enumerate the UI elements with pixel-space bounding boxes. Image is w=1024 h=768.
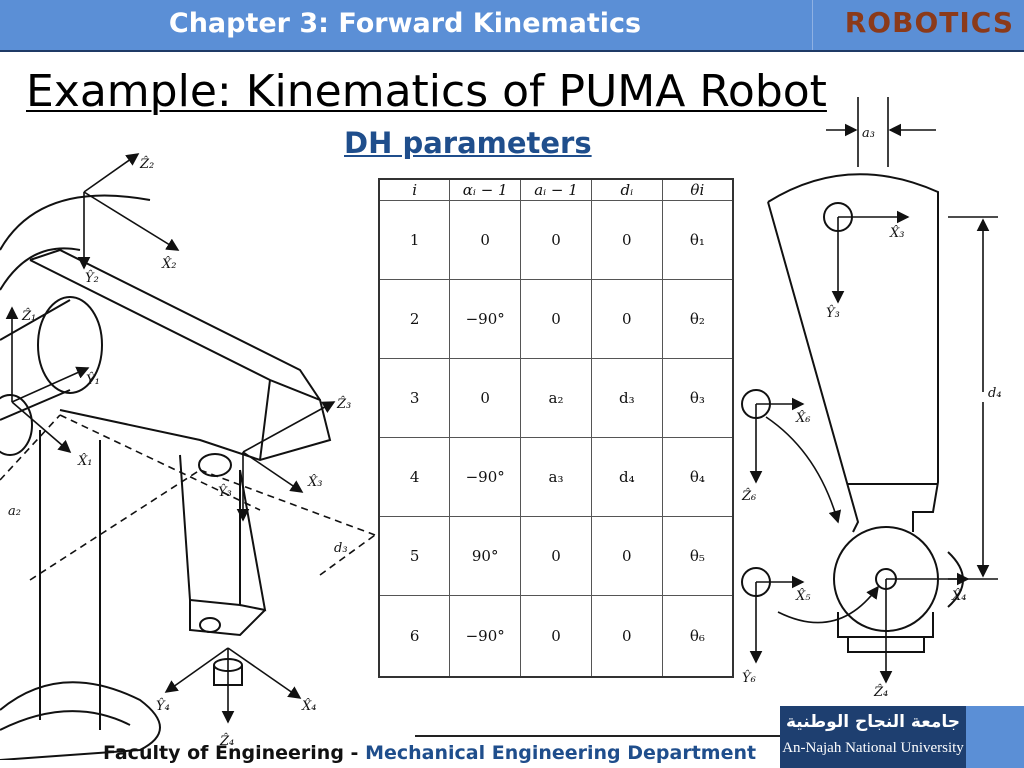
- table-cell: 0: [520, 595, 592, 678]
- table-row: 2 −90° 0 0 θ₂: [378, 279, 734, 360]
- label-x3-right: X̂₃: [889, 225, 904, 241]
- label-x4: X̂₄: [301, 698, 316, 714]
- table-cell: 0: [590, 199, 663, 281]
- label-d3: d₃: [334, 541, 348, 556]
- table-row: 3 0 a₂ d₃ θ₃: [378, 358, 734, 439]
- table-cell: 1: [378, 199, 451, 281]
- table-row: 1 0 0 0 θ₁: [378, 199, 734, 281]
- table-cell: θ₁: [661, 199, 734, 281]
- column-header: i: [378, 178, 451, 201]
- label-y4: Ŷ₄: [156, 698, 170, 714]
- table-cell: −90°: [449, 595, 522, 678]
- label-x2: X̂₂: [161, 256, 176, 272]
- faculty-label: Faculty of Engineering -: [103, 742, 366, 764]
- table-cell: a₂: [520, 358, 592, 439]
- table-cell: 5: [378, 516, 451, 597]
- label-z4: Ẑ₄: [219, 733, 234, 749]
- table-row: 6 −90° 0 0 θ₆: [378, 595, 734, 678]
- table-cell: 4: [378, 437, 451, 518]
- label-x4-right: X̂₄: [951, 588, 966, 604]
- table-cell: θ₆: [661, 595, 734, 678]
- table-cell: θ₂: [661, 279, 734, 360]
- footer-divider: [415, 735, 780, 737]
- table-row: 4 −90° a₃ d₄ θ₄: [378, 437, 734, 518]
- table-cell: 0: [449, 199, 522, 281]
- course-label: ROBOTICS: [844, 6, 1014, 39]
- label-y6: Ŷ₆: [742, 670, 756, 686]
- table-cell: −90°: [449, 437, 522, 518]
- label-z4-right: Ẑ₄: [873, 684, 888, 700]
- label-y3: Ŷ₃: [218, 484, 232, 500]
- header-bar: Chapter 3: Forward Kinematics ROBOTICS: [0, 0, 1024, 52]
- table-header-row: i αᵢ − 1 aᵢ − 1 dᵢ θi: [378, 178, 734, 201]
- table-cell: 3: [378, 358, 451, 439]
- column-header: αᵢ − 1: [449, 178, 522, 201]
- column-header: θi: [661, 178, 734, 201]
- table-cell: 0: [520, 516, 592, 597]
- table-cell: 0: [520, 199, 592, 281]
- label-z2: Ẑ₂: [139, 156, 154, 172]
- table-cell: 0: [520, 279, 592, 360]
- label-x6: X̂₆: [795, 410, 810, 426]
- table-cell: d₃: [590, 358, 663, 439]
- label-x1: X̂₁: [77, 453, 92, 469]
- table-cell: 90°: [449, 516, 522, 597]
- puma-arm-drawing: Ẑ₂ Ŷ₂ X̂₂ Ẑ₁ Ŷ₁ X̂₁ Ẑ₃ Ŷ₃ X̂₃ a₂ d₃ Ŷ₄ X…: [0, 153, 376, 760]
- table-cell: θ₃: [661, 358, 734, 439]
- label-x5: X̂₅: [795, 588, 811, 604]
- table-cell: 0: [590, 516, 663, 597]
- label-a2: a₂: [8, 504, 21, 519]
- header-divider: [812, 0, 813, 50]
- label-y1: Ŷ₁: [86, 372, 100, 388]
- label-a3: a₃: [862, 126, 875, 141]
- chapter-title: Chapter 3: Forward Kinematics: [168, 8, 642, 39]
- label-y2: Ŷ₂: [85, 270, 99, 286]
- label-x3: X̂₃: [307, 474, 322, 490]
- table-cell: θ₅: [661, 516, 734, 597]
- label-z3: Ẑ₃: [336, 396, 351, 412]
- university-logo: جامعة النجاح الوطنية An-Najah National U…: [780, 706, 966, 768]
- table-cell: 6: [378, 595, 451, 678]
- table-cell: −90°: [449, 279, 522, 360]
- table-cell: 2: [378, 279, 451, 360]
- table-cell: 0: [449, 358, 522, 439]
- footer-text: Faculty of Engineering - Mechanical Engi…: [103, 742, 756, 764]
- dh-parameters-table: i αᵢ − 1 aᵢ − 1 dᵢ θi 1 0 0 0 θ₁ 2 −90° …: [378, 178, 734, 678]
- slide-title: Example: Kinematics of PUMA Robot: [26, 66, 827, 117]
- slide-subtitle: DH parameters: [344, 126, 592, 160]
- column-header: dᵢ: [590, 178, 663, 201]
- table-row: 5 90° 0 0 θ₅: [378, 516, 734, 597]
- label-z1: Ẑ₁: [21, 308, 36, 324]
- label-y3-right: Ŷ₃: [826, 305, 840, 321]
- table-cell: θ₄: [661, 437, 734, 518]
- department-label: Mechanical Engineering Department: [365, 742, 757, 764]
- puma-forearm-drawing: a₃ X̂₃ Ŷ₃ d₄ X̂₆ Ẑ₆ X̂₅ Ŷ₆ X̂₄ Ẑ₄: [741, 97, 1002, 700]
- university-name-arabic: جامعة النجاح الوطنية: [785, 712, 960, 732]
- table-cell: 0: [590, 595, 663, 678]
- column-header: aᵢ − 1: [520, 178, 592, 201]
- university-name-english: An-Najah National University: [782, 740, 964, 756]
- logo-accent-block: [966, 706, 1024, 768]
- table-cell: 0: [590, 279, 663, 360]
- table-cell: a₃: [520, 437, 592, 518]
- label-d4: d₄: [988, 386, 1002, 401]
- table-cell: d₄: [590, 437, 663, 518]
- label-z6: Ẑ₆: [741, 488, 756, 504]
